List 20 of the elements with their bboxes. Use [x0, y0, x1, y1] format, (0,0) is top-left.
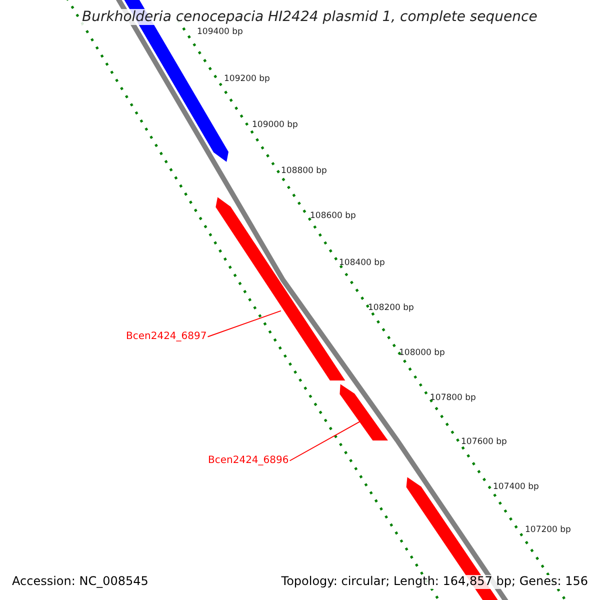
position-label: 107800 bp — [430, 394, 476, 404]
position-label: 108200 bp — [368, 304, 414, 314]
leader-line — [207, 310, 282, 338]
position-label: 108600 bp — [310, 212, 356, 222]
position-label: 109000 bp — [252, 121, 298, 131]
position-label: 109200 bp — [224, 75, 270, 85]
position-label: 108800 bp — [281, 167, 327, 177]
position-label: 107200 bp — [525, 526, 571, 536]
position-label: 107600 bp — [461, 438, 507, 448]
leader-line — [289, 421, 360, 462]
accession-text: Accession: NC_008545 — [10, 575, 150, 589]
position-label: 109400 bp — [197, 28, 243, 38]
position-label: 107400 bp — [493, 483, 539, 493]
gene-label: Bcen2424_6896 — [208, 455, 289, 466]
gene-arrow — [340, 384, 388, 440]
map-title: Burkholderia cenocepacia HI2424 plasmid 1, complete sequence — [80, 9, 540, 26]
summary-text: Topology: circular; Length: 164,857 bp; Genes: 156 — [279, 575, 590, 589]
position-label: 108000 bp — [399, 349, 445, 359]
gene-label: Bcen2424_6897 — [126, 331, 207, 342]
position-label: 108400 bp — [339, 259, 385, 269]
